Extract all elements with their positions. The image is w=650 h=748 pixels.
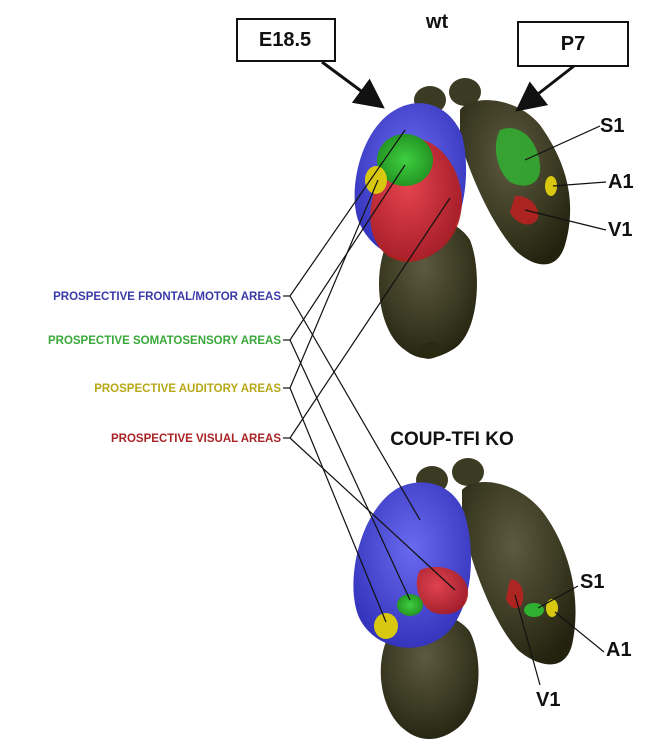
- ko-label-v1: V1: [536, 689, 560, 711]
- wt-label-v1: V1: [608, 219, 632, 241]
- stage-label-p7: P7: [561, 33, 585, 55]
- stage-label-e18-5: E18.5: [259, 29, 311, 51]
- wt-title: wt: [425, 11, 449, 33]
- arrow-p7: [520, 66, 574, 108]
- ko-title: COUP-TFI KO: [390, 429, 514, 450]
- wt-label-a1: A1: [608, 171, 634, 193]
- legend-somatosensory: PROSPECTIVE SOMATOSENSORY AREAS: [48, 335, 281, 347]
- arrow-e18-5: [322, 62, 380, 105]
- legend-auditory: PROSPECTIVE AUDITORY AREAS: [94, 383, 281, 395]
- wt-brain: [355, 78, 571, 359]
- legend-visual: PROSPECTIVE VISUAL AREAS: [111, 433, 281, 445]
- wt-label-s1: S1: [600, 115, 624, 137]
- legend-frontal-motor: PROSPECTIVE FRONTAL/MOTOR AREAS: [53, 291, 281, 303]
- ko-label-a1: A1: [606, 639, 632, 661]
- ko-label-s1: S1: [580, 571, 604, 593]
